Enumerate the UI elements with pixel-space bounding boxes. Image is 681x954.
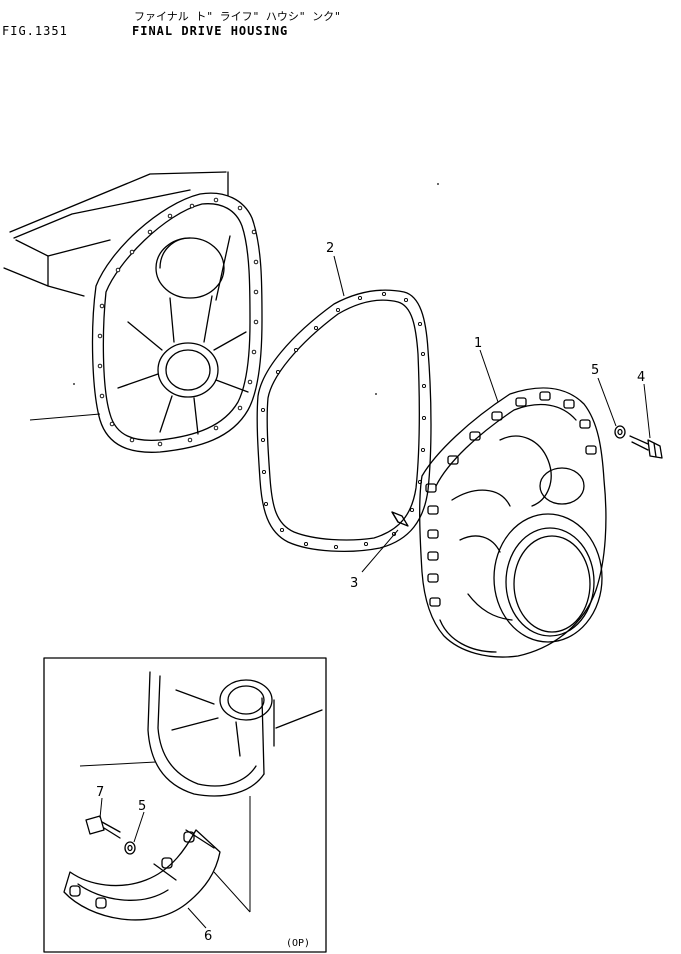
cover-bolt-holes (97, 197, 259, 447)
gasket (256, 289, 432, 553)
washer (614, 425, 626, 439)
machine-body (3, 171, 229, 421)
title-kana: ファイナル ト" ライフ" ハウシ" ンク" (134, 10, 341, 23)
callout-5: 5 (591, 363, 599, 378)
housing-flange-bosses (425, 391, 597, 607)
figure-number: FIG.1351 (2, 24, 68, 38)
gasket-bolt-holes (260, 291, 427, 550)
callout-leaders (333, 255, 651, 573)
rear-cover-plate (91, 192, 263, 453)
title-english: FINAL DRIVE HOUSING (132, 24, 289, 38)
callout-3: 3 (350, 576, 358, 591)
callout-4: 4 (637, 370, 645, 385)
inset-optional-guard: 7 5 6 (OP) (43, 657, 327, 953)
inset-callout-5: 5 (138, 799, 146, 814)
dowel-pin (391, 511, 409, 527)
callout-1: 1 (474, 336, 482, 351)
option-tag: (OP) (286, 938, 310, 949)
callout-2: 2 (326, 241, 334, 256)
inset-callout-7: 7 (96, 785, 104, 800)
bolt (629, 435, 663, 459)
final-drive-housing (419, 387, 607, 658)
inset-callout-6: 6 (204, 929, 212, 944)
